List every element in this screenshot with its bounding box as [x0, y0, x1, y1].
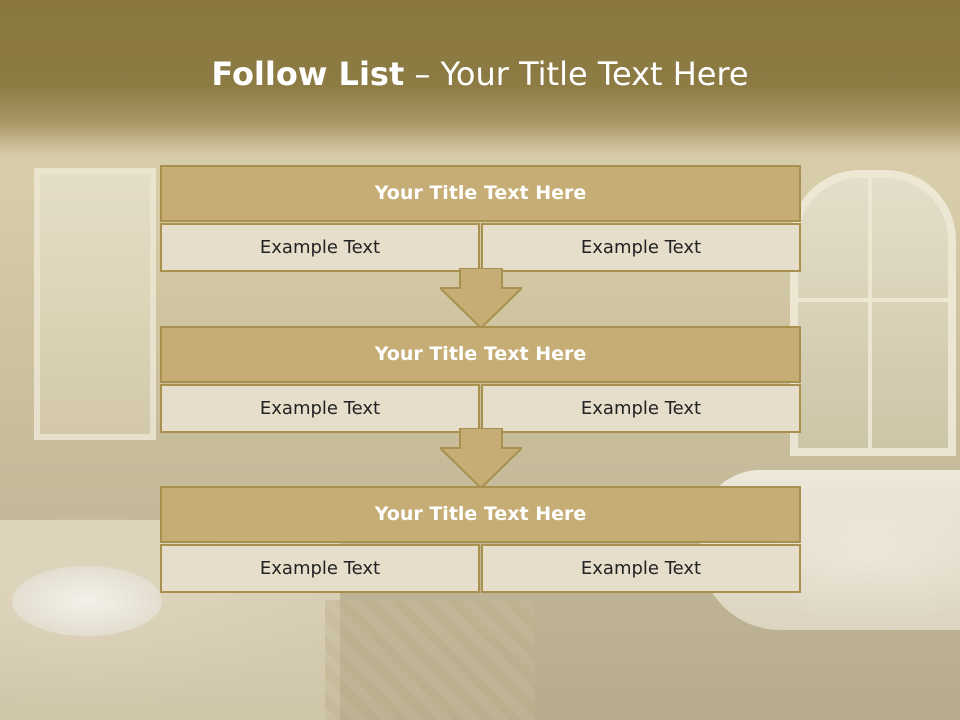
step-title-3: Your Title Text Here: [160, 486, 801, 543]
slide-title: Follow List – Your Title Text Here: [0, 52, 960, 96]
step-row-1: Example Text Example Text: [160, 223, 801, 272]
step-3-right-text: Example Text: [481, 544, 801, 593]
step-block-1: Your Title Text Here Example Text Exampl…: [160, 165, 801, 272]
step-block-2: Your Title Text Here Example Text Exampl…: [160, 326, 801, 433]
slide-title-rest: – Your Title Text Here: [404, 55, 749, 93]
step-block-3: Your Title Text Here Example Text Exampl…: [160, 486, 801, 593]
step-2-left-text: Example Text: [160, 384, 480, 433]
step-title-1: Your Title Text Here: [160, 165, 801, 222]
down-arrow-icon-1: [440, 268, 522, 328]
step-title-2: Your Title Text Here: [160, 326, 801, 383]
step-3-left-text: Example Text: [160, 544, 480, 593]
background-window-left: [34, 168, 156, 440]
title-band: [0, 0, 960, 155]
background-sink: [12, 566, 162, 636]
step-2-right-text: Example Text: [481, 384, 801, 433]
down-arrow-icon-2: [440, 428, 522, 488]
step-row-3: Example Text Example Text: [160, 544, 801, 593]
slide-title-bold: Follow List: [211, 55, 405, 93]
step-1-right-text: Example Text: [481, 223, 801, 272]
background-rug: [325, 600, 535, 720]
step-1-left-text: Example Text: [160, 223, 480, 272]
step-row-2: Example Text Example Text: [160, 384, 801, 433]
background-window-right: [790, 170, 956, 456]
